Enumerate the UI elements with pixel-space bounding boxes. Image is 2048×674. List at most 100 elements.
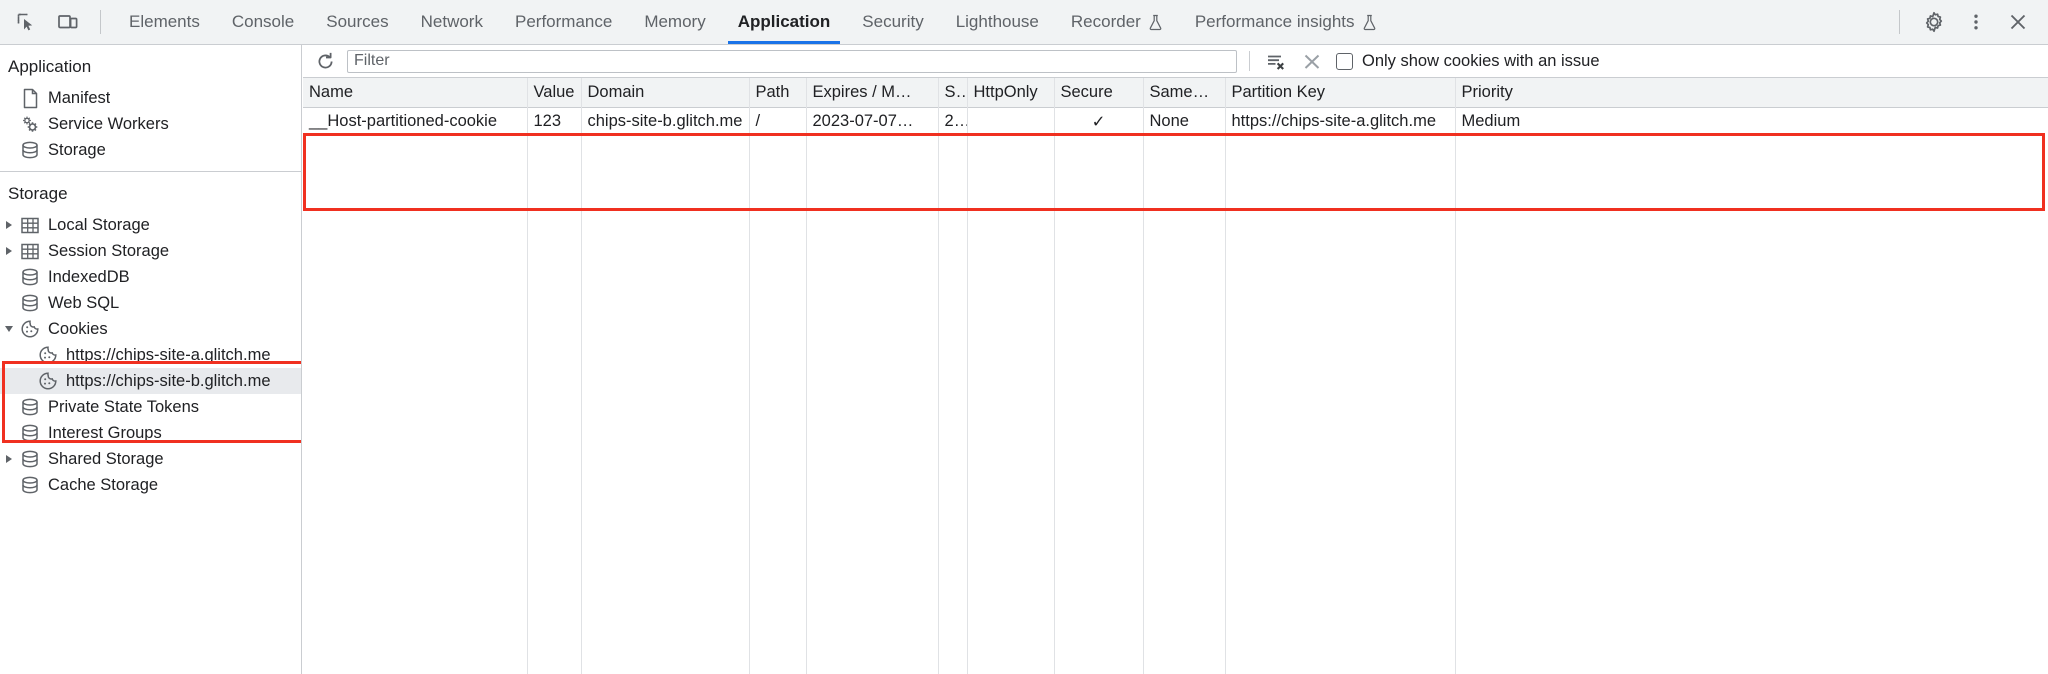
experimental-flask-icon: [1148, 14, 1163, 31]
column-header-path[interactable]: Path: [749, 78, 807, 108]
sidebar-section-application-title: Application: [8, 57, 92, 76]
sidebar-item-cookies[interactable]: Cookies: [0, 316, 301, 342]
chevron-down-icon[interactable]: [0, 326, 18, 332]
grid-line: [1225, 78, 1226, 674]
close-devtools-icon[interactable]: [1998, 3, 2038, 41]
cell-value[interactable]: 123: [527, 107, 582, 136]
sidebar-item-session-storage[interactable]: Session Storage: [0, 238, 301, 264]
empty-cell: [967, 136, 1055, 165]
chevron-right-icon[interactable]: [0, 221, 18, 229]
tab-elements[interactable]: Elements: [113, 0, 216, 44]
application-sidebar[interactable]: Application Manifest Service Workers: [0, 45, 302, 674]
cookies-table-container[interactable]: Name Value Domain Path Expires / M… Size…: [303, 78, 2048, 674]
empty-cell: [806, 136, 939, 165]
cell-samesite[interactable]: None: [1143, 107, 1226, 136]
database-icon: [18, 475, 42, 495]
cell-partition-key[interactable]: https://chips-site-a.glitch.me: [1225, 107, 1456, 136]
column-header-httponly[interactable]: HttpOnly: [967, 78, 1055, 108]
tab-network[interactable]: Network: [405, 0, 499, 44]
empty-cell: [527, 136, 582, 165]
sidebar-item-shared-storage[interactable]: Shared Storage: [0, 446, 301, 472]
cell-path[interactable]: /: [749, 107, 807, 136]
chevron-right-icon[interactable]: [0, 455, 18, 463]
refresh-icon[interactable]: [311, 48, 339, 74]
tab-label: Elements: [129, 12, 200, 31]
cell-domain[interactable]: chips-site-b.glitch.me: [581, 107, 750, 136]
toolbar-divider: [1249, 51, 1250, 71]
sidebar-item-label: Local Storage: [48, 215, 150, 234]
sidebar-item-interest-groups[interactable]: Interest Groups: [0, 420, 301, 446]
settings-gear-icon[interactable]: [1914, 3, 1954, 41]
clear-all-cookies-icon[interactable]: [1262, 48, 1290, 74]
empty-cell: [1143, 136, 1226, 165]
sidebar-item-label: Shared Storage: [48, 449, 164, 468]
table-row[interactable]: __Host-partitioned-cookie 123 chips-site…: [303, 107, 2048, 136]
tab-sources[interactable]: Sources: [310, 0, 404, 44]
grid-line: [1054, 78, 1055, 674]
column-header-partition-key[interactable]: Partition Key: [1225, 78, 1456, 108]
cell-priority[interactable]: Medium: [1455, 107, 2048, 136]
chevron-right-icon[interactable]: [0, 247, 18, 255]
sidebar-item-private-state-tokens[interactable]: Private State Tokens: [0, 394, 301, 420]
sidebar-item-service-workers[interactable]: Service Workers: [0, 111, 301, 137]
grid-line: [749, 78, 750, 674]
cookie-icon: [18, 319, 42, 339]
panel-tabs: Elements Console Sources Network Perform…: [113, 0, 1393, 44]
tab-label: Sources: [326, 12, 389, 31]
more-options-kebab-icon[interactable]: [1956, 3, 1996, 41]
filter-input[interactable]: [347, 49, 1237, 73]
column-header-value[interactable]: Value: [527, 78, 582, 108]
tab-label: Recorder: [1070, 12, 1141, 31]
column-header-samesite[interactable]: SameSite: [1143, 78, 1226, 108]
only-show-cookies-with-issue-checkbox[interactable]: Only show cookies with an issue: [1336, 52, 1600, 71]
tab-label: Performance insights: [1194, 12, 1355, 31]
sidebar-item-cookies-chips-site-a[interactable]: https://chips-site-a.glitch.me: [0, 342, 301, 368]
empty-cell: [938, 136, 968, 165]
tab-label: Lighthouse: [955, 12, 1039, 31]
cell-expires[interactable]: 2023-07-07…: [806, 107, 939, 136]
tab-performance[interactable]: Performance: [499, 0, 628, 44]
sidebar-item-cache-storage[interactable]: Cache Storage: [0, 472, 301, 498]
column-header-domain[interactable]: Domain: [581, 78, 750, 108]
column-header-size[interactable]: Size: [938, 78, 968, 108]
tab-application[interactable]: Application: [722, 0, 847, 44]
column-header-secure[interactable]: Secure: [1054, 78, 1144, 108]
cell-name[interactable]: __Host-partitioned-cookie: [303, 107, 528, 136]
checkbox-box[interactable]: [1336, 52, 1353, 70]
delete-selected-cookie-icon[interactable]: [1298, 48, 1326, 74]
tab-label: Memory: [644, 12, 706, 31]
sidebar-item-manifest[interactable]: Manifest: [0, 85, 301, 111]
tab-performance-insights[interactable]: Performance insights: [1179, 0, 1393, 44]
grid-line: [967, 78, 968, 674]
tabbar-divider-left: [100, 10, 101, 34]
empty-cell: [1225, 136, 1456, 165]
sidebar-item-web-sql[interactable]: Web SQL: [0, 290, 301, 316]
cell-size[interactable]: 28: [938, 107, 968, 136]
column-header-name[interactable]: Name: [303, 78, 528, 108]
sidebar-item-cookies-chips-site-b[interactable]: https://chips-site-b.glitch.me: [0, 368, 301, 394]
sidebar-item-local-storage[interactable]: Local Storage: [0, 212, 301, 238]
tab-security[interactable]: Security: [846, 0, 939, 44]
tab-memory[interactable]: Memory: [628, 0, 721, 44]
tab-recorder[interactable]: Recorder: [1055, 0, 1179, 44]
grid-line: [527, 78, 528, 674]
cell-secure[interactable]: ✓: [1054, 107, 1144, 136]
empty-column-grid: [303, 78, 2048, 674]
column-header-expires[interactable]: Expires / M…: [806, 78, 939, 108]
tab-lighthouse[interactable]: Lighthouse: [940, 0, 1055, 44]
tab-console[interactable]: Console: [216, 0, 310, 44]
sidebar-item-indexeddb[interactable]: IndexedDB: [0, 264, 301, 290]
sidebar-item-storage[interactable]: Storage: [0, 137, 301, 163]
document-icon: [18, 88, 42, 109]
empty-cell: [749, 136, 807, 165]
sidebar-item-label: Cookies: [48, 319, 108, 338]
device-toolbar-icon[interactable]: [48, 3, 88, 41]
cookies-table[interactable]: Name Value Domain Path Expires / M… Size…: [303, 78, 2048, 165]
database-icon: [18, 293, 42, 313]
inspect-element-icon[interactable]: [6, 3, 46, 41]
cell-httponly[interactable]: [967, 107, 1055, 136]
table-header-row: Name Value Domain Path Expires / M… Size…: [303, 78, 2048, 108]
sidebar-item-label: https://chips-site-a.glitch.me: [66, 345, 271, 364]
column-header-priority[interactable]: Priority: [1455, 78, 2048, 108]
